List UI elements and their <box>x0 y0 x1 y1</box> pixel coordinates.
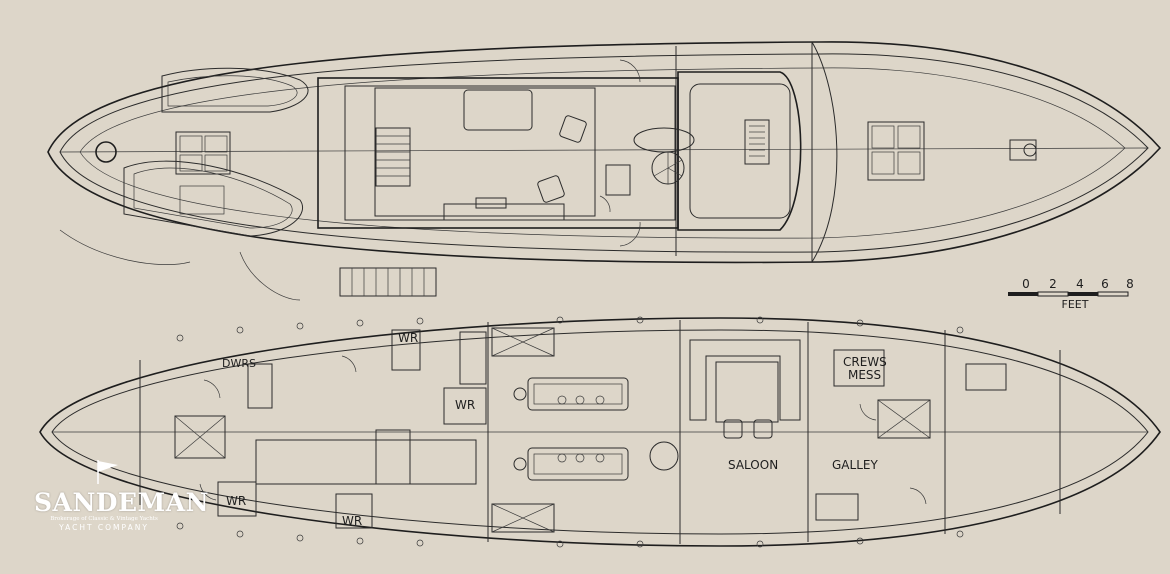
logo-company: YACHT COMPANY <box>59 523 149 532</box>
logo-brand: SANDEMAN <box>34 488 209 517</box>
room-label-wr-top: WR <box>398 331 418 345</box>
room-label-saloon: SALOON <box>728 458 778 472</box>
scale-tick-8: 8 <box>1126 277 1134 291</box>
room-label-wr-bottom: WR <box>342 514 362 528</box>
room-label-galley: GALLEY <box>832 458 878 472</box>
room-label-dwrs: DWRS <box>222 357 256 370</box>
room-label-wr-mid: WR <box>455 398 475 412</box>
flag-icon <box>97 460 118 484</box>
scale-tick-0: 0 <box>1022 277 1030 291</box>
scale-tick-2: 2 <box>1049 277 1057 291</box>
sandeman-logo: SANDEMAN Brokerage of Classic & Vintage … <box>34 458 209 533</box>
room-label-mess: MESS <box>848 368 881 382</box>
scale-bar: 0 2 4 6 8 FEET <box>1008 277 1134 311</box>
scale-unit-label: FEET <box>1062 298 1089 311</box>
scale-tick-6: 6 <box>1101 277 1109 291</box>
logo-tagline: Brokerage of Classic & Vintage Yachts <box>50 516 158 522</box>
room-label-wr-left: WR <box>226 494 246 508</box>
lower-deck-plan: DWRS WR WR WR WR CREWS MESS SALOON GALLE… <box>39 316 1161 548</box>
upper-deck-plan <box>47 41 1162 301</box>
scale-tick-4: 4 <box>1076 277 1084 291</box>
room-label-crews: CREWS <box>843 355 887 369</box>
